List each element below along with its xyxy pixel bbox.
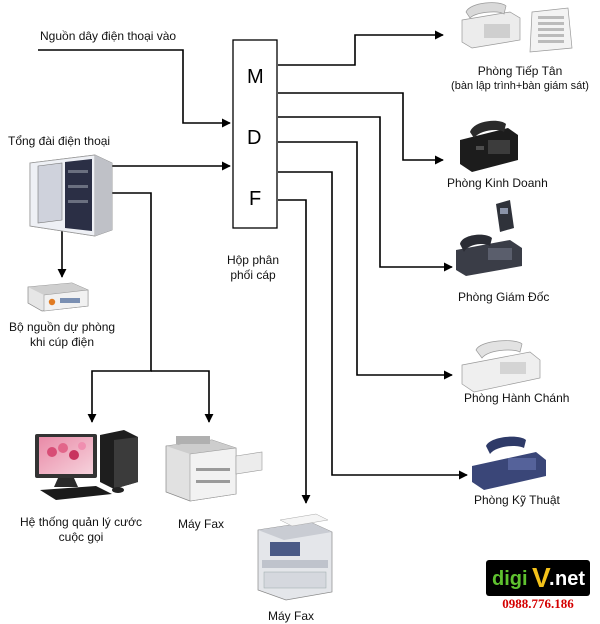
room-reception-label: Phòng Tiếp Tân (bàn lập trình+bàn giám s… (440, 64, 600, 94)
line-to-admin (278, 141, 453, 380)
logo-v: V (532, 562, 551, 593)
fax2-label: Máy Fax (268, 609, 315, 623)
pbx-label: Tổng đài điện thoại (8, 134, 111, 148)
ups-unit-icon (27, 282, 89, 312)
room-tech-label: Phòng Kỹ Thuật (474, 493, 560, 507)
mdf-letter-m: M (247, 66, 264, 88)
billing-label: Hệ thống quản lý cước cuộc gọi (4, 515, 158, 545)
line-to-fax1 (151, 370, 214, 423)
reception-phone-icon (461, 2, 521, 49)
room-sales-label: Phòng Kinh Doanh (447, 176, 548, 190)
tech-phone-icon (472, 436, 546, 490)
mdf-caption: Hộp phân phối cáp (212, 253, 294, 283)
billing-label-line1: Hệ thống quản lý cước (20, 515, 142, 529)
line-to-reception (278, 30, 444, 66)
room-director-label: Phòng Giám Đốc (458, 290, 550, 304)
line-to-director (278, 116, 453, 272)
billing-label-line2: cuộc gọi (58, 530, 104, 544)
ups-label-line1: Bộ nguồn dự phòng (8, 320, 116, 334)
ups-label-line2: khi cúp điện (29, 335, 95, 349)
fax-machine-2-icon (257, 513, 333, 601)
line-to-tech (278, 171, 468, 480)
logo-digi: digi (492, 568, 528, 590)
room-admin-label: Phòng Hành Chánh (464, 391, 570, 405)
director-phone-icon (456, 200, 522, 276)
mdf-box (232, 39, 278, 229)
room-reception-line1: Phòng Tiếp Tân (477, 64, 563, 78)
incoming-line (38, 49, 231, 128)
incoming-line-label: Nguồn dây điện thoại vào (40, 29, 177, 43)
logo-net: net (555, 568, 585, 590)
pbx-cabinet-icon (29, 154, 113, 237)
fax1-label: Máy Fax (178, 517, 225, 531)
logo-dot: . (549, 568, 555, 590)
mdf-caption-line2: phối cáp (230, 268, 276, 282)
line-to-sales (278, 92, 444, 165)
reception-console-icon (529, 7, 573, 53)
billing-computer-icon (35, 430, 138, 500)
room-reception-line2: (bàn lập trình+bàn giám sát) (451, 80, 589, 92)
sales-phone-icon (460, 120, 518, 172)
line-to-fax2 (278, 199, 311, 504)
digivnet-logo: digi V . net (486, 560, 590, 596)
mdf-letter-f: F (249, 188, 262, 210)
ups-label: Bộ nguồn dự phòng khi cúp điện (0, 320, 124, 350)
contact-phone-number: 0988.776.186 (502, 596, 574, 611)
fax-machine-1-icon (165, 436, 263, 502)
mdf-caption-line1: Hộp phân (226, 253, 280, 267)
mdf-letter-d: D (247, 127, 262, 149)
admin-phone-icon (461, 340, 541, 393)
